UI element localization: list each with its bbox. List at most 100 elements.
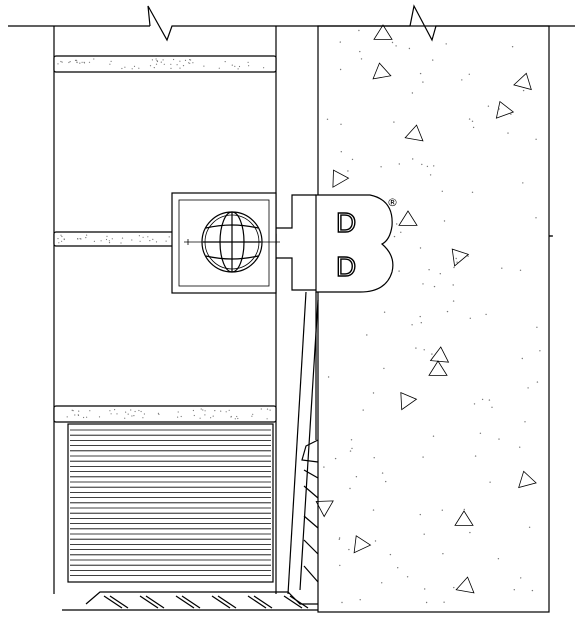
speckle: [461, 79, 463, 81]
band-speckle: [125, 411, 127, 413]
band-speckle: [78, 410, 80, 412]
speckle: [373, 457, 375, 459]
speckle: [498, 438, 500, 440]
band-speckle: [180, 415, 182, 418]
band-speckle: [212, 415, 214, 417]
band-speckle: [266, 418, 268, 420]
band-speckle: [176, 64, 178, 66]
hatch-line: [181, 595, 201, 609]
aggregate-stone: [451, 248, 470, 267]
band-speckle: [189, 59, 191, 61]
band-speckle: [163, 63, 165, 65]
speckle: [340, 123, 342, 126]
speckle: [366, 334, 368, 336]
band-speckle: [140, 410, 142, 413]
band-speckle: [131, 239, 133, 241]
band-speckle: [218, 67, 220, 69]
speckle: [501, 267, 503, 269]
band-speckle: [76, 59, 78, 62]
speckle: [348, 548, 350, 551]
band-speckle: [124, 417, 126, 419]
band-speckle: [133, 415, 135, 417]
speckle: [443, 220, 446, 222]
louver-grille: [67, 423, 274, 583]
speckle: [372, 392, 375, 394]
band-speckle: [238, 65, 241, 68]
speckle: [468, 118, 471, 120]
hatch-line: [109, 595, 129, 609]
band-speckle: [79, 238, 81, 240]
band-speckle: [182, 65, 185, 67]
band-speckle: [228, 409, 230, 411]
band-speckle: [156, 60, 158, 62]
speckle: [334, 457, 337, 460]
band-speckle: [179, 67, 181, 69]
band-speckle: [200, 408, 202, 410]
band-speckle: [251, 415, 253, 417]
band-speckle: [61, 235, 63, 238]
band-speckle: [155, 63, 158, 65]
speckle: [351, 447, 353, 450]
speckle: [398, 163, 400, 165]
hatch-line: [253, 595, 273, 609]
speckle: [358, 29, 360, 32]
speckle: [467, 255, 469, 257]
speckle: [338, 537, 341, 539]
speckle: [422, 456, 424, 458]
band-speckle: [237, 417, 239, 420]
band-speckle: [184, 59, 187, 62]
hatch-line: [211, 595, 231, 609]
speckle: [442, 553, 444, 555]
speckle: [519, 269, 522, 271]
aggregate-stone: [332, 169, 350, 188]
aggregate-stone: [429, 346, 450, 363]
band-speckle: [138, 235, 140, 237]
speckle: [359, 599, 361, 601]
speckle: [511, 46, 514, 48]
band-speckle: [131, 68, 133, 70]
speckle: [428, 269, 430, 271]
band-speckle: [138, 67, 140, 69]
speckle: [412, 158, 414, 160]
band-speckle: [77, 238, 79, 240]
speckle: [360, 58, 363, 60]
speckle: [443, 601, 445, 603]
concrete-aggregate: [315, 24, 537, 594]
band-speckle: [203, 65, 205, 67]
speckle: [351, 158, 354, 161]
column-band-bottom: [53, 405, 277, 423]
band-speckle: [234, 418, 236, 420]
band-speckle: [142, 417, 144, 419]
band-speckle: [106, 235, 108, 237]
band-speckle: [120, 242, 122, 244]
band-speckle: [116, 413, 118, 415]
speckle: [536, 326, 538, 328]
speckle: [531, 589, 534, 592]
speckle: [419, 72, 422, 75]
band-speckle: [190, 59, 192, 61]
speckle: [374, 540, 377, 542]
hatch-line: [289, 595, 309, 609]
speckle: [481, 398, 484, 401]
band-speckle: [247, 61, 249, 64]
base-hatching: [103, 595, 309, 609]
speckle: [432, 435, 435, 437]
globe-icon: [184, 211, 280, 273]
wall-base-hatch: [301, 439, 319, 583]
band-speckle: [57, 238, 59, 240]
band-speckle: [199, 417, 201, 419]
speckle: [473, 403, 476, 405]
speckle: [372, 509, 375, 511]
band-speckle: [98, 416, 101, 418]
band-speckle: [234, 65, 236, 67]
speckle: [341, 601, 343, 604]
speckle: [422, 283, 424, 285]
speckle: [383, 367, 385, 370]
hatch-line: [139, 595, 159, 609]
band-speckle: [142, 236, 144, 238]
speckle: [471, 120, 474, 123]
speckle: [539, 350, 541, 352]
speckle: [381, 472, 384, 474]
speckle: [419, 315, 421, 318]
